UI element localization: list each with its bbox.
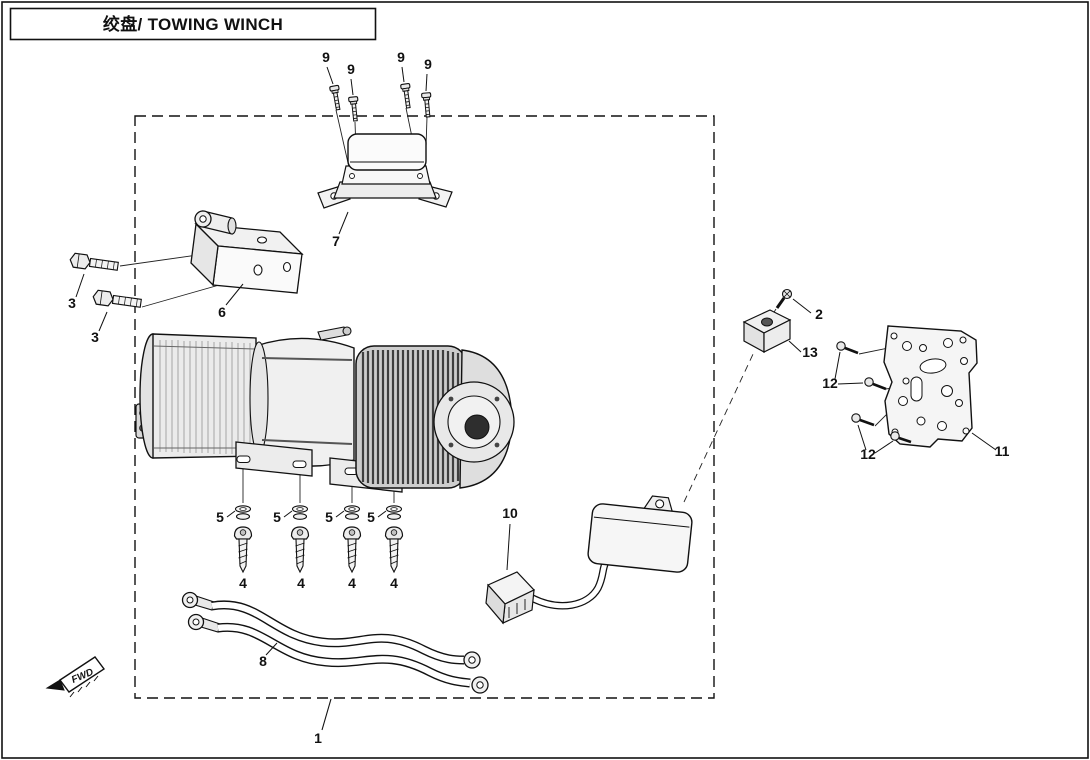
part-4-screw-d [384,526,404,574]
part-5-washer-a [234,505,252,520]
callout-2: 2 [792,298,823,322]
callout-3-b: 3 [91,311,108,345]
winch-assembly [135,326,515,493]
part-5-washer-c [343,505,361,520]
part-9-screw-c [400,83,411,109]
page-title: 绞盘/ TOWING WINCH [103,14,283,34]
part-12-screw-c [851,413,875,427]
callout-1: 1 [314,698,332,746]
svg-text:6: 6 [218,304,226,320]
part-12-screw-a [836,341,859,355]
assembly-boundary [134,115,715,699]
svg-text:1: 1 [314,730,322,746]
part-4-screw-b [290,526,310,574]
switch-box [587,495,693,573]
part-5-washer-b [291,505,309,520]
svg-text:10: 10 [502,505,518,521]
callout-5-b: 5 [273,509,293,525]
callout-5-d: 5 [367,509,387,525]
svg-text:9: 9 [347,61,355,77]
callout-7: 7 [332,211,349,249]
callout-4-c: 4 [348,575,356,591]
part-11-mount-plate [883,325,978,448]
svg-text:5: 5 [325,509,333,525]
callout-9-b: 9 [347,61,355,96]
part-13-clamp [742,309,792,354]
part-3-bolt-b [92,289,142,308]
part-4-screw-c [342,526,362,574]
part-2-screw [775,288,793,309]
svg-text:12: 12 [860,446,876,462]
svg-text:2: 2 [815,306,823,322]
callout-12-a: 12 [822,351,864,391]
svg-text:9: 9 [397,49,405,65]
part-8-battery-cable [181,591,489,694]
svg-text:3: 3 [68,295,76,311]
part-9-screw-a [329,84,341,111]
svg-text:7: 7 [332,233,340,249]
svg-text:13: 13 [802,344,818,360]
title-box: 绞盘/ TOWING WINCH [9,7,377,41]
svg-text:8: 8 [259,653,267,669]
part-12-screw-b [864,377,887,391]
callout-5-a: 5 [216,509,236,525]
part-9-screw-d [421,92,432,118]
callout-4-a: 4 [239,575,247,591]
svg-text:5: 5 [367,509,375,525]
part-12-screw-d [890,431,912,444]
part-3-bolt-a [69,252,119,271]
callout-4-d: 4 [390,575,398,591]
callout-12-b: 12 [857,424,894,462]
svg-text:3: 3 [91,329,99,345]
svg-text:9: 9 [424,56,432,72]
part-7-contactor [317,133,453,209]
callout-4-b: 4 [297,575,305,591]
callout-5-c: 5 [325,509,345,525]
fwd-marker: FWD [45,656,106,698]
callout-3-a: 3 [68,273,85,311]
svg-text:5: 5 [273,509,281,525]
callout-9-d: 9 [424,56,432,92]
callout-10: 10 [502,505,518,571]
callout-8: 8 [259,642,278,669]
svg-text:9: 9 [322,49,330,65]
svg-text:12: 12 [822,375,838,391]
callout-13: 13 [788,340,818,360]
svg-text:5: 5 [216,509,224,525]
part-9-screw-b [348,96,359,122]
svg-text:11: 11 [995,443,1010,459]
part-4-screw-a [233,526,253,574]
callout-9-a: 9 [322,49,334,85]
callout-6: 6 [218,283,244,320]
part-10-harness [485,495,693,625]
part-6-bracket [190,210,304,294]
part-5-washer-d [385,505,403,520]
callout-11: 11 [971,432,1010,459]
callout-9-c: 9 [397,49,405,83]
connector-block [485,571,535,625]
